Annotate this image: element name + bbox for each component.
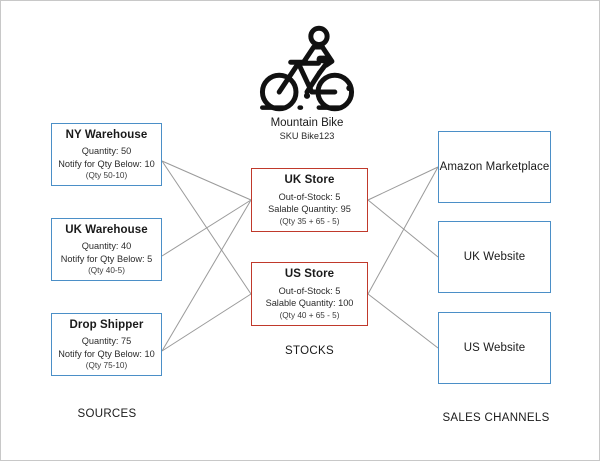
stock-node-uk-store[interactable]: UK Store Out-of-Stock: 5 Salable Quantit… bbox=[251, 168, 368, 232]
source-notify: Notify for Qty Below: 10 bbox=[58, 348, 155, 359]
edge-us-store-to-us-website bbox=[367, 293, 439, 349]
edge-ny-warehouse-to-uk-store bbox=[161, 160, 252, 201]
edge-drop-shipper-to-uk-store bbox=[161, 199, 252, 352]
source-node-ny-warehouse[interactable]: NY Warehouse Quantity: 50 Notify for Qty… bbox=[51, 123, 162, 186]
stock-formula: (Qty 40 + 65 - 5) bbox=[279, 310, 340, 320]
source-quantity: Quantity: 50 bbox=[81, 146, 132, 157]
edge-us-store-to-amazon bbox=[367, 166, 439, 295]
source-formula: (Qty 40-5) bbox=[88, 266, 125, 276]
stock-node-us-store[interactable]: US Store Out-of-Stock: 5 Salable Quantit… bbox=[251, 262, 368, 326]
source-quantity: Quantity: 40 bbox=[81, 241, 132, 252]
group-label-stocks: STOCKS bbox=[285, 345, 334, 357]
edge-ny-warehouse-to-us-store bbox=[161, 160, 252, 295]
channel-title: Amazon Marketplace bbox=[439, 160, 550, 173]
stock-out-of-stock: Out-of-Stock: 5 bbox=[278, 285, 341, 296]
stock-out-of-stock: Out-of-Stock: 5 bbox=[278, 191, 341, 202]
channel-title: UK Website bbox=[463, 250, 526, 263]
source-formula: (Qty 75-10) bbox=[85, 361, 128, 371]
group-label-sources: SOURCES bbox=[77, 408, 137, 420]
product-block: Mountain Bike SKU Bike123 bbox=[257, 23, 357, 143]
stock-formula: (Qty 35 + 65 - 5) bbox=[279, 216, 340, 226]
edge-uk-warehouse-to-uk-store bbox=[161, 199, 252, 257]
source-notify: Notify for Qty Below: 5 bbox=[60, 253, 153, 264]
source-title: NY Warehouse bbox=[65, 128, 148, 141]
channel-node-uk-website[interactable]: UK Website bbox=[438, 221, 551, 293]
edge-uk-store-to-uk-website bbox=[367, 199, 439, 258]
source-title: UK Warehouse bbox=[65, 223, 148, 236]
stock-salable-quantity: Salable Quantity: 100 bbox=[265, 298, 354, 309]
group-label-sales-channels: SALES CHANNELS bbox=[442, 412, 550, 424]
product-name: Mountain Bike bbox=[270, 117, 344, 129]
stock-title: US Store bbox=[284, 268, 335, 281]
source-node-drop-shipper[interactable]: Drop Shipper Quantity: 75 Notify for Qty… bbox=[51, 313, 162, 376]
bicycle-icon bbox=[259, 25, 355, 112]
source-quantity: Quantity: 75 bbox=[81, 336, 132, 347]
channel-title: US Website bbox=[463, 341, 526, 354]
source-title: Drop Shipper bbox=[69, 318, 144, 331]
stock-title: UK Store bbox=[284, 174, 335, 187]
product-sku: SKU Bike123 bbox=[279, 130, 335, 141]
stock-salable-quantity: Salable Quantity: 95 bbox=[268, 204, 351, 215]
edge-uk-store-to-amazon bbox=[367, 166, 439, 201]
channel-node-us-website[interactable]: US Website bbox=[438, 312, 551, 384]
source-formula: (Qty 50-10) bbox=[85, 171, 128, 181]
edge-drop-shipper-to-us-store bbox=[161, 293, 252, 352]
source-node-uk-warehouse[interactable]: UK Warehouse Quantity: 40 Notify for Qty… bbox=[51, 218, 162, 281]
channel-node-amazon-marketplace[interactable]: Amazon Marketplace bbox=[438, 131, 551, 203]
source-notify: Notify for Qty Below: 10 bbox=[58, 158, 155, 169]
